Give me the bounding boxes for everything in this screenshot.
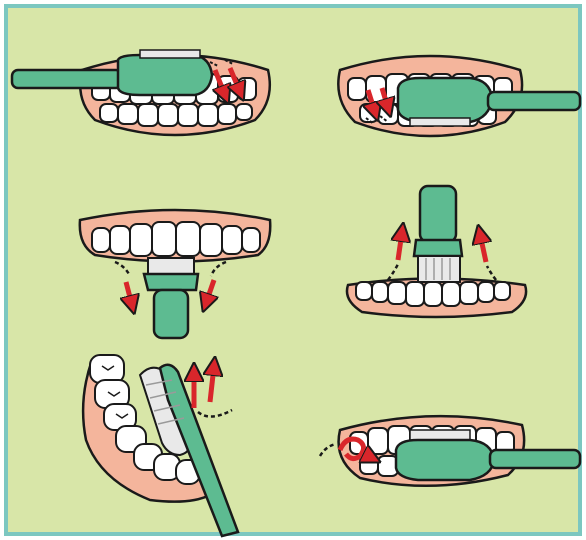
teeth-icon <box>356 282 510 306</box>
toothbrush-icon <box>414 186 462 282</box>
teeth-icon <box>92 222 260 256</box>
